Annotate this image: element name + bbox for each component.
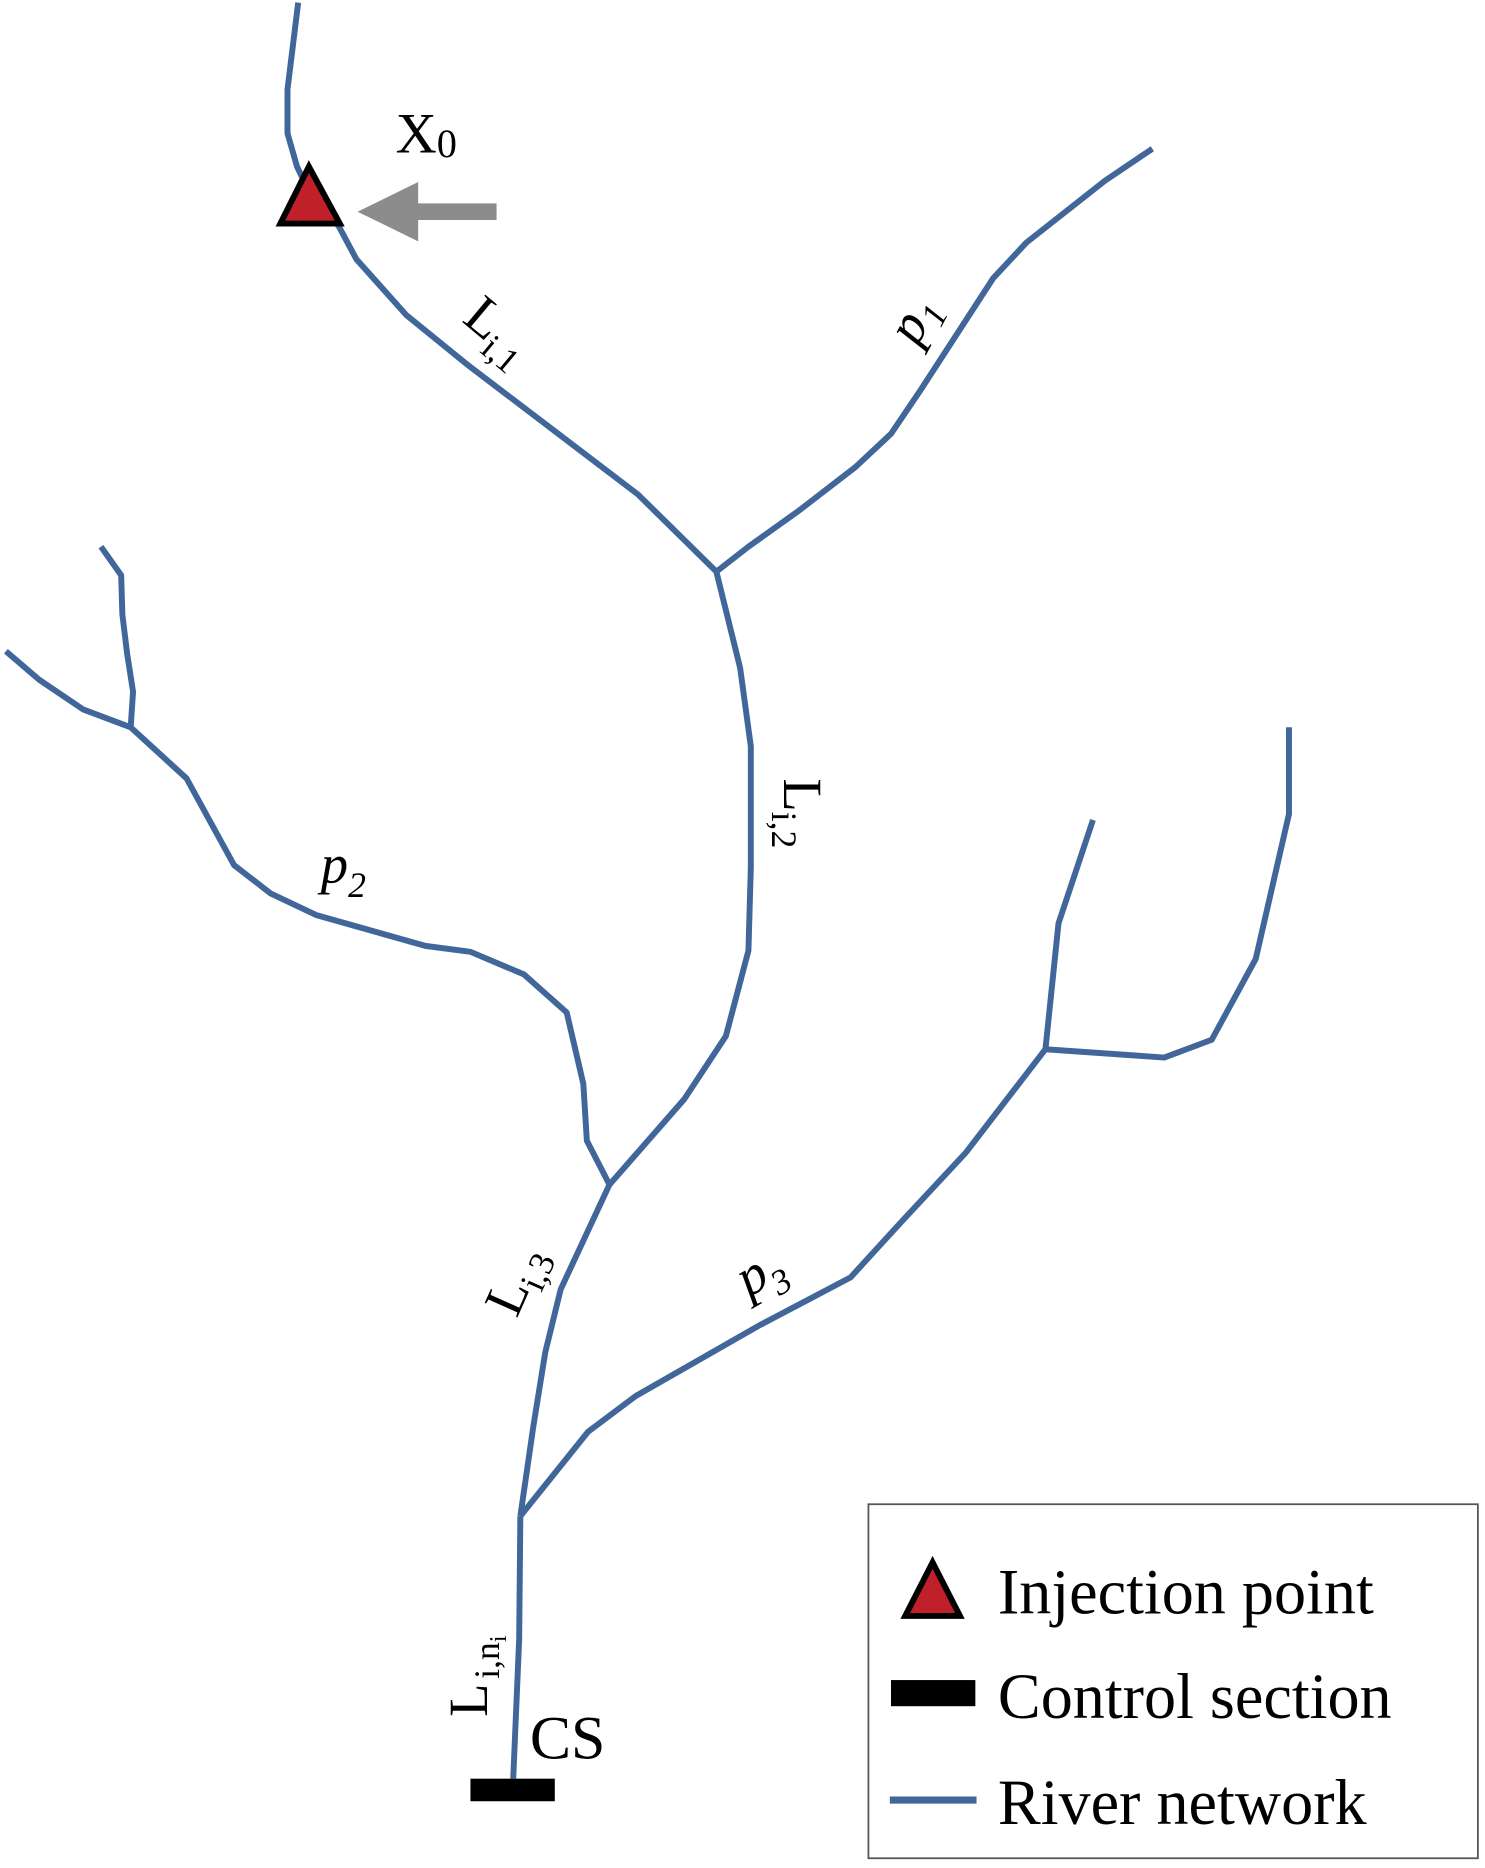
legend: Injection point Control section River ne… <box>867 1503 1479 1860</box>
reach-1-label: Li,1 <box>448 283 546 381</box>
tributary-p1-label: p1 <box>872 284 956 360</box>
legend-triangle-icon <box>900 1555 965 1619</box>
tributary-p2-label: p2 <box>317 834 366 905</box>
legend-label-control: Control section <box>998 1661 1392 1732</box>
tributary-p3-label: p3 <box>720 1233 798 1319</box>
river-tributary-p3-branch-a <box>1042 819 1096 1050</box>
legend-rectangle-icon <box>891 1680 976 1707</box>
river-main-upper <box>284 2 719 574</box>
control-section-label: CS <box>530 1704 606 1772</box>
control-section-marker <box>470 1778 555 1802</box>
legend-label-river: River network <box>998 1767 1368 1838</box>
river-tributary-p1 <box>714 146 1155 575</box>
river-tributary-p2-branch-a <box>98 544 137 728</box>
reach-n-label: Li,ni <box>438 1635 512 1717</box>
injection-point-triangle-icon <box>275 160 345 227</box>
river-tributary-p3 <box>518 1047 1048 1518</box>
river-main-lower <box>517 1183 613 1517</box>
river-tributary-p3-branch-b <box>1045 727 1292 1061</box>
river-tributary-p2-branch-b <box>4 649 132 731</box>
river-tributary-p2 <box>128 725 613 1187</box>
river-outlet <box>510 1516 524 1779</box>
reach-3-label: Li,3 <box>472 1235 563 1327</box>
legend-label-injection: Injection point <box>998 1557 1374 1628</box>
injection-label: X0 <box>396 102 457 166</box>
reach-2-label: Li,2 <box>764 778 833 848</box>
arrow-left-icon <box>357 181 497 242</box>
river-main-middle <box>607 570 754 1187</box>
